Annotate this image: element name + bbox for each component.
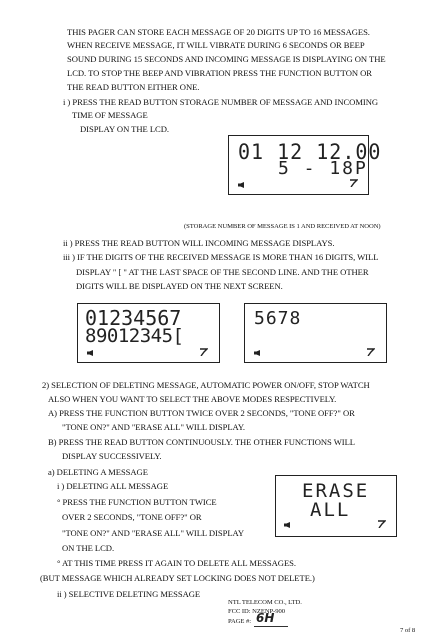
step-i-line-2: TIME OF MESSAGE bbox=[72, 110, 148, 120]
section2-line-5: B) PRESS THE READ BUTTON CONTINUOUSLY. T… bbox=[48, 437, 355, 447]
speaker-icon bbox=[254, 350, 260, 356]
intro-line-2: WHEN RECEIVE MESSAGE, IT WILL VIBRATE DU… bbox=[67, 40, 365, 50]
footer-company: NTL TELECOM CO., LTD. bbox=[228, 599, 302, 606]
lcd-display-storage-time: 01 12 12.00 5 - 18P bbox=[228, 135, 380, 195]
antenna-icon bbox=[350, 179, 358, 187]
lcd-line-1: 01 12 12.00 bbox=[238, 139, 382, 165]
step-ii: ii ) PRESS THE READ BUTTON WILL INCOMING… bbox=[63, 238, 335, 248]
intro-line-1: THIS PAGER CAN STORE EACH MESSAGE OF 20 … bbox=[67, 27, 370, 37]
intro-line-5: THE READ BUTTON EITHER ONE. bbox=[67, 82, 200, 92]
section2-line-4: "TONE ON?" AND "ERASE ALL" WILL DISPLAY. bbox=[62, 422, 246, 432]
speaker-icon bbox=[284, 522, 290, 528]
antenna-icon bbox=[378, 520, 386, 528]
footer-page-value: 6H bbox=[256, 611, 275, 625]
section2-line-3: A) PRESS THE FUNCTION BUTTON TWICE OVER … bbox=[48, 408, 355, 418]
antenna-icon bbox=[367, 348, 375, 356]
section2-line-9: ° PRESS THE FUNCTION BUTTON TWICE bbox=[57, 497, 217, 507]
footer-fcc-id: FCC ID: NZENP-900 bbox=[228, 608, 286, 615]
lcd-line-2: 5 - 18P bbox=[278, 158, 368, 179]
step-iii-line-2: DISPLAY " [ " AT THE LAST SPACE OF THE S… bbox=[76, 267, 369, 277]
section2-line-12: ON THE LCD. bbox=[62, 543, 115, 553]
section2-line-11: "TONE ON?" AND "ERASE ALL" WILL DISPLAY bbox=[62, 528, 245, 538]
lcd-line-1: 01234567 bbox=[85, 306, 182, 330]
step-iii-line-3: DIGITS WILL BE DISPLAYED ON THE NEXT SCR… bbox=[76, 281, 283, 291]
speaker-icon bbox=[238, 182, 244, 188]
step-iii-line-1: iii ) IF THE DIGITS OF THE RECEIVED MESS… bbox=[63, 252, 379, 262]
section2-line-8: i ) DELETING ALL MESSAGE bbox=[57, 481, 169, 491]
footer-page-label: PAGE #: bbox=[228, 618, 252, 625]
section2-line-1: 2) SELECTION OF DELETING MESSAGE, AUTOMA… bbox=[42, 380, 370, 390]
intro-line-4: LCD. TO STOP THE BEEP AND VIBRATION PRES… bbox=[67, 68, 372, 78]
step-i-line-3: DISPLAY ON THE LCD. bbox=[80, 124, 169, 134]
antenna-icon bbox=[200, 348, 208, 356]
section2-line-15: ii ) SELECTIVE DELETING MESSAGE bbox=[57, 589, 201, 599]
footer-corner-page: 7 of 8 bbox=[400, 627, 416, 634]
section2-line-6: DISPLAY SUCCESSIVELY. bbox=[62, 451, 162, 461]
section2-line-10: OVER 2 SECONDS, "TONE OFF?" OR bbox=[62, 512, 202, 522]
section2-line-7: a) DELETING A MESSAGE bbox=[48, 467, 148, 477]
intro-line-3: SOUND DURING 15 SECONDS AND INCOMING MES… bbox=[67, 54, 386, 64]
step-i-line-1: i ) PRESS THE READ BUTTON STORAGE NUMBER… bbox=[63, 97, 379, 107]
lcd-display-next-screen: 5678 bbox=[244, 303, 387, 363]
lcd-line-1: 5678 bbox=[254, 308, 302, 329]
lcd-display-erase-all: ERASE ALL bbox=[275, 475, 397, 537]
section2-line-13: ° AT THIS TIME PRESS IT AGAIN TO DELETE … bbox=[57, 558, 296, 568]
lcd-line-2: 89012345[ bbox=[85, 325, 184, 347]
speaker-icon bbox=[87, 350, 93, 356]
lcd1-caption: (STORAGE NUMBER OF MESSAGE IS 1 AND RECE… bbox=[184, 223, 381, 230]
lcd-line-2: ALL bbox=[310, 499, 351, 521]
section2-line-14: (BUT MESSAGE WHICH ALREADY SET LOCKING D… bbox=[40, 573, 315, 583]
section2-line-2: ALSO WHEN YOU WANT TO SELECT THE ABOVE M… bbox=[48, 394, 337, 404]
lcd-display-long-message: 01234567 89012345[ bbox=[77, 303, 220, 363]
lcd-line-1: ERASE bbox=[302, 480, 370, 502]
page-underline bbox=[254, 626, 288, 627]
